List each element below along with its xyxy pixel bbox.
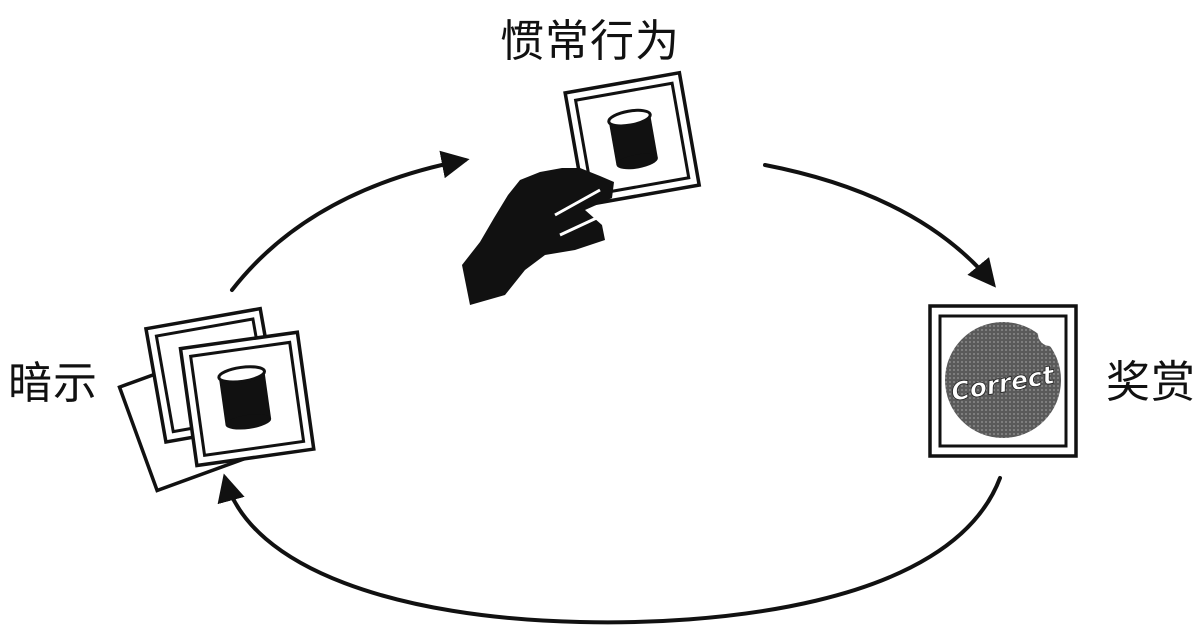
card-stack-icon (117, 306, 316, 493)
cue-label: 暗示 (8, 358, 98, 409)
hand-holding-card-icon (462, 70, 702, 305)
reward-label: 奖赏 (1106, 357, 1196, 408)
badge-notch (1038, 322, 1062, 346)
correct-badge-card-icon: Correct (928, 304, 1078, 458)
hand-finger-line (554, 188, 601, 217)
routine-label: 惯常行为 (500, 16, 680, 67)
hand-finger-line (559, 213, 604, 237)
correct-badge (945, 322, 1061, 438)
cylinder-icon (607, 108, 658, 170)
arrow-routine-to-reward (763, 163, 996, 288)
arrow-reward-to-cue (217, 473, 1002, 625)
routine-card (563, 70, 702, 208)
arrow-cue-to-routine (230, 150, 470, 292)
hand-silhouette (462, 168, 614, 305)
stack-card-front (178, 330, 316, 468)
cylinder-icon (217, 365, 272, 430)
